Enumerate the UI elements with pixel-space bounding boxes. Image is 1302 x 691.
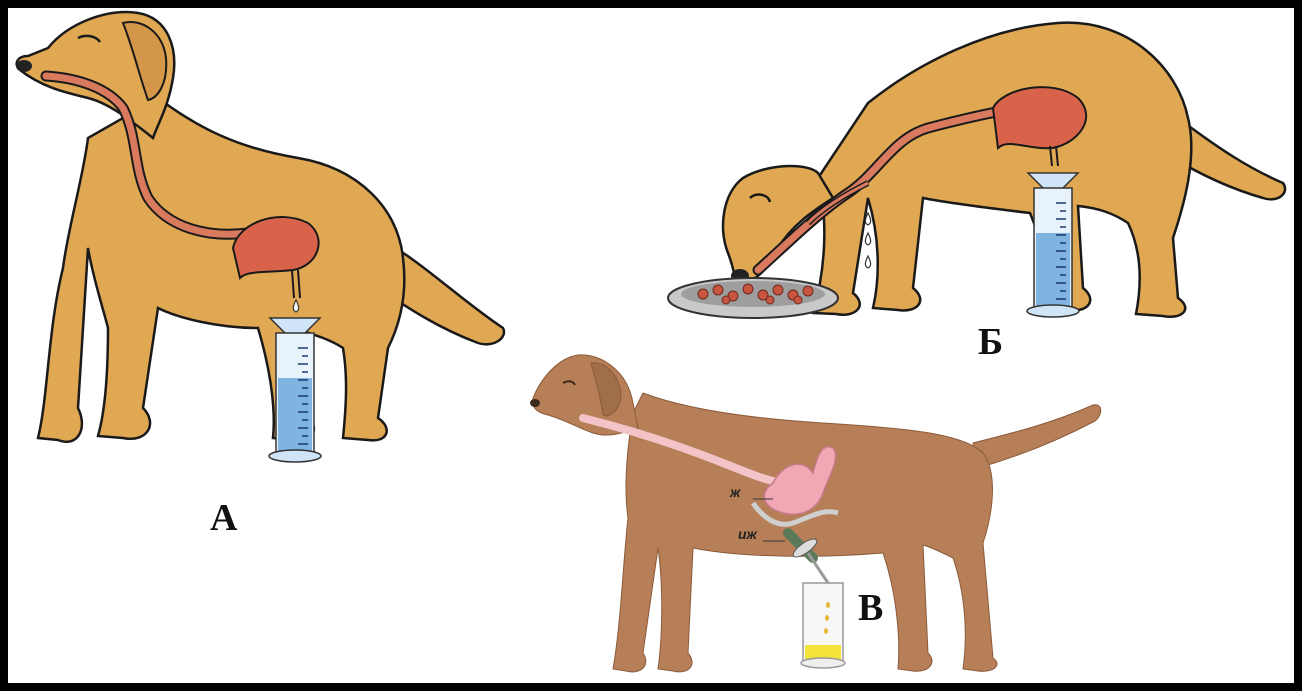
panel-a — [8, 8, 528, 478]
panel-c — [523, 333, 1123, 683]
panel-a-label: А — [210, 496, 237, 540]
dog-a-illustration — [8, 8, 528, 478]
food-bowl-icon — [668, 278, 838, 318]
dog-b-illustration — [658, 8, 1294, 348]
panel-b — [658, 8, 1294, 348]
diagram-canvas: А — [8, 8, 1294, 683]
graduated-cylinder-icon — [269, 318, 321, 462]
dog-a-nose — [16, 60, 32, 72]
fistula-label: иж — [738, 526, 757, 542]
stomach-label: ж — [730, 484, 740, 500]
dog-c-illustration — [523, 333, 1123, 683]
panel-c-label: В — [858, 586, 883, 630]
dog-a-body — [38, 98, 404, 442]
